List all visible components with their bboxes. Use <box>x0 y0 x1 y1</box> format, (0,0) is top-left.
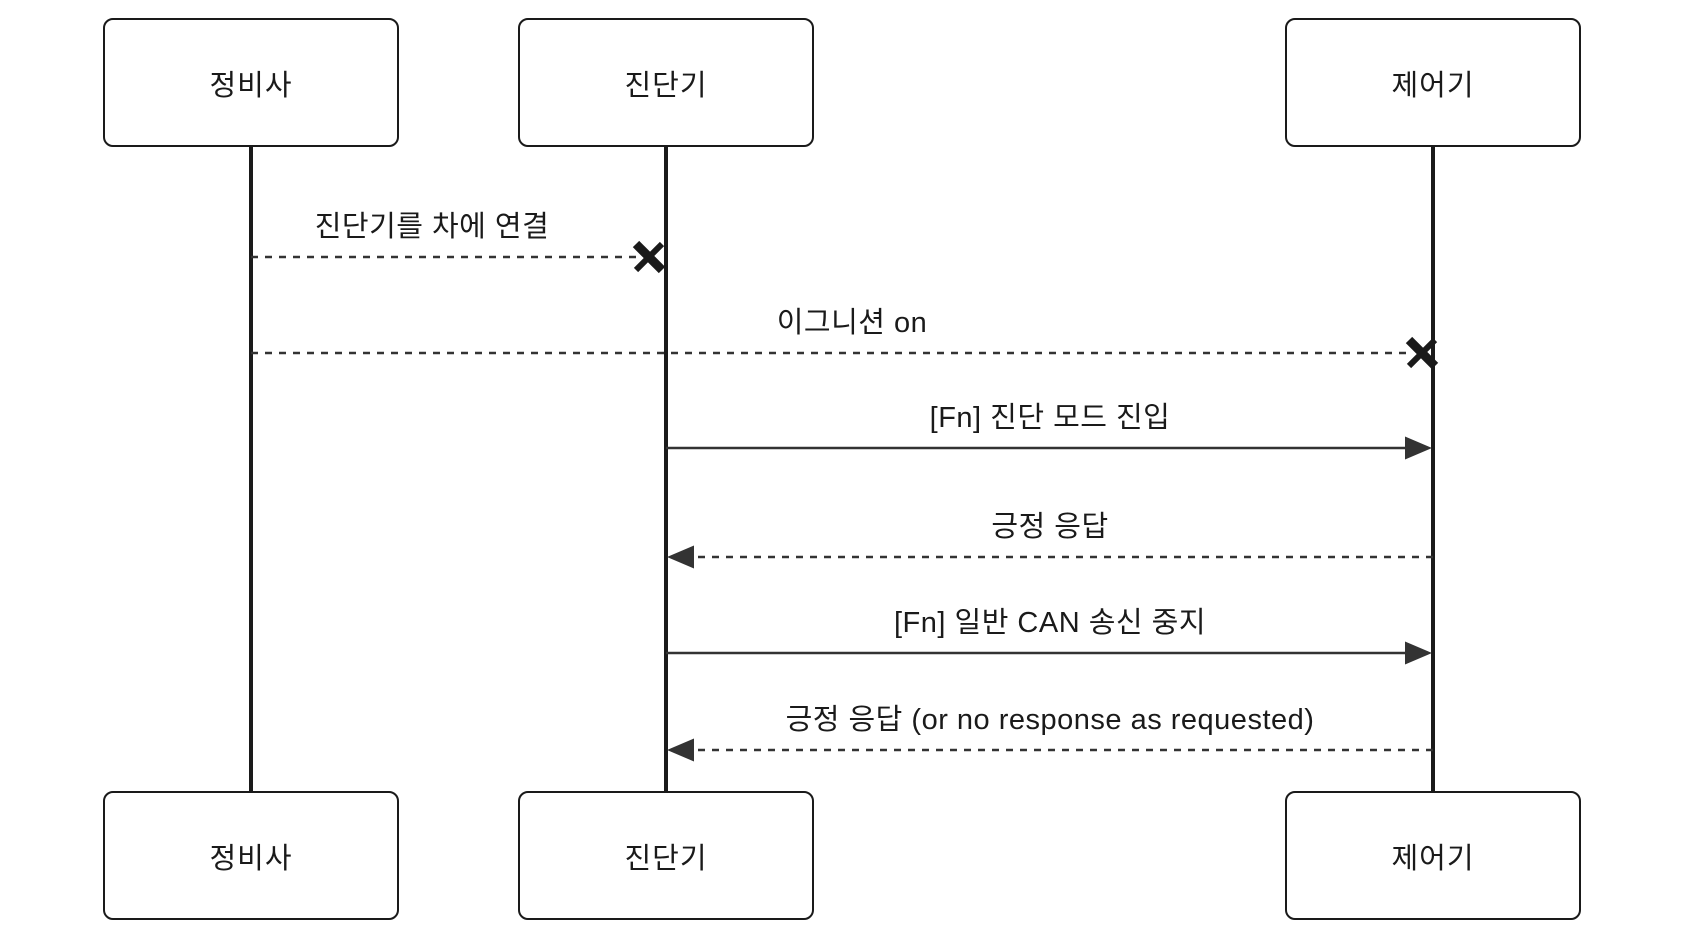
message-3-label: [Fn] 진단 모드 진입 <box>923 394 1177 436</box>
message-6-label: 긍정 응답 (or no response as requested) <box>779 696 1321 738</box>
message-4-arrowhead-icon <box>667 545 694 569</box>
actor-top-controller: 제어기 <box>1285 18 1581 147</box>
actor-bottom-mechanic-label: 정비사 <box>209 842 293 875</box>
message-1-label: 진단기를 차에 연결 <box>308 203 556 245</box>
actor-bottom-diagnostic-label: 진단기 <box>624 842 708 875</box>
actor-bottom-controller-label: 제어기 <box>1391 842 1475 875</box>
message-5-label: [Fn] 일반 CAN 송신 중지 <box>888 599 1212 641</box>
actor-top-diagnostic: 진단기 <box>518 18 814 147</box>
actor-bottom-mechanic: 정비사 <box>103 791 399 920</box>
message-4-label: 긍정 응답 <box>985 503 1115 545</box>
message-2-label: 이그니션 on <box>770 299 934 341</box>
message-1-cross-icon <box>632 240 666 274</box>
message-5-arrowhead-icon <box>1405 641 1432 665</box>
message-3-arrowhead-icon <box>1405 436 1432 460</box>
actor-top-mechanic: 정비사 <box>103 18 399 147</box>
actor-bottom-diagnostic: 진단기 <box>518 791 814 920</box>
actor-top-controller-label: 제어기 <box>1391 69 1475 102</box>
actor-bottom-controller: 제어기 <box>1285 791 1581 920</box>
message-6-arrowhead-icon <box>667 738 694 762</box>
actor-top-mechanic-label: 정비사 <box>209 69 293 102</box>
actor-top-diagnostic-label: 진단기 <box>624 69 708 102</box>
message-2-cross-icon <box>1405 336 1439 370</box>
